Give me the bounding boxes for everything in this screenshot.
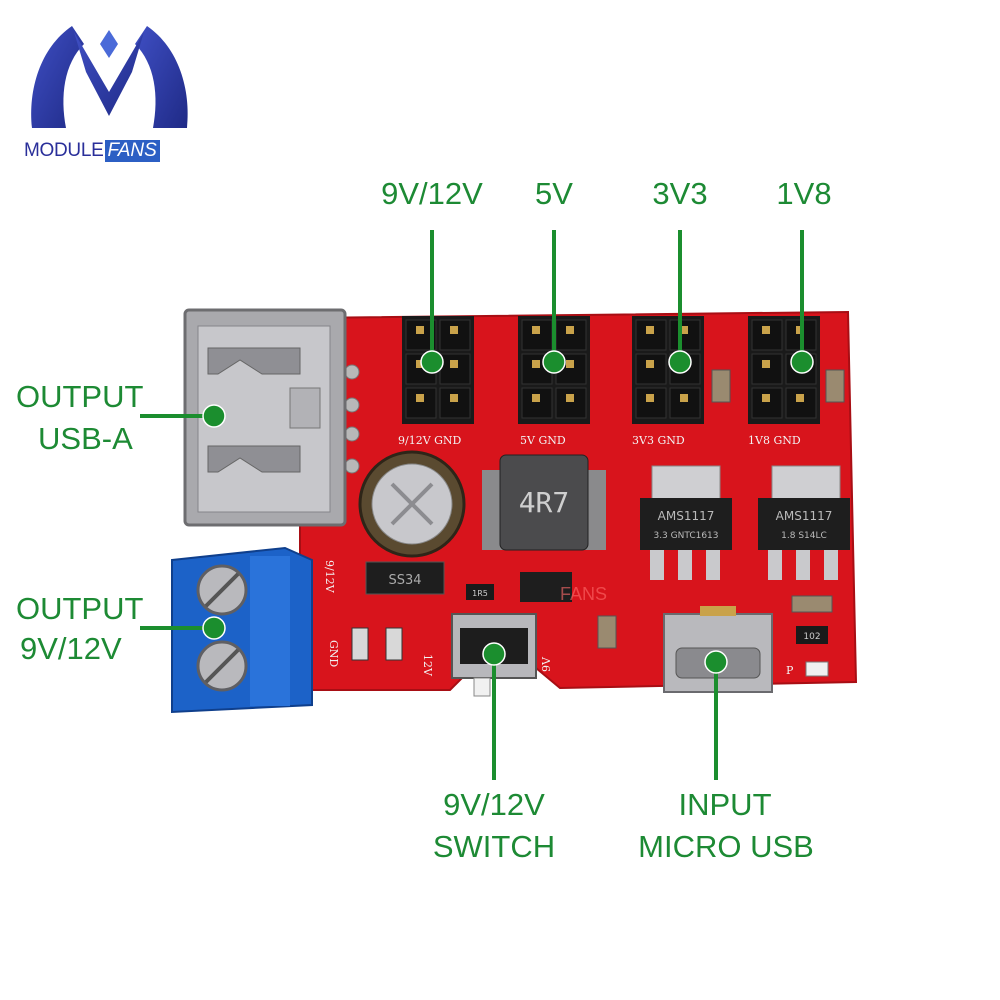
smd-capacitor — [791, 595, 833, 613]
logo-text-fans: FANS — [104, 140, 160, 162]
silk-header-5v: 5V GND — [520, 434, 566, 447]
logo-text-module: MODULE — [24, 140, 104, 161]
label-out-5v: 5V — [535, 176, 573, 211]
board-watermark: FANS — [560, 584, 607, 604]
label-switch-line2: SWITCH — [432, 829, 556, 864]
inductor-marking: 4R7 — [519, 486, 570, 519]
regulator-3v3-marking: AMS1117 — [658, 509, 715, 523]
usb-a-connector — [183, 308, 347, 527]
electrolytic-capacitor — [358, 450, 466, 558]
regulator-1v8-code: 1.8 S14LC — [781, 531, 827, 541]
smd-resistor — [385, 627, 403, 661]
pcb-edge-pads — [344, 364, 360, 474]
marker-dot-switch — [482, 642, 506, 666]
label-input-line1: INPUT — [678, 787, 772, 822]
label-input-line2: MICRO USB — [638, 829, 814, 864]
regulator-3v3-code: 3.3 GNTC1613 — [653, 531, 718, 541]
silk-gnd: GND — [327, 640, 340, 667]
smd-capacitor — [711, 369, 731, 403]
schottky-diode: SS34 — [365, 561, 445, 595]
module-fans-logo — [31, 26, 188, 128]
leader-lines — [140, 230, 804, 780]
label-terminal-line2: 9V/12V — [20, 631, 122, 666]
smd-resistor — [351, 627, 369, 661]
smd-resistor — [796, 626, 828, 644]
ic-chip — [520, 572, 572, 602]
smd-capacitor — [825, 369, 845, 403]
silk-header-9v12v: 9/12V GND — [398, 434, 462, 447]
label-usb-a-line1: OUTPUT — [16, 379, 144, 414]
label-switch-line1: 9V/12V — [443, 787, 545, 822]
resistor-marking: 1R5 — [472, 589, 488, 598]
resistor-marking-2: 102 — [803, 632, 820, 642]
regulator-1v8: AMS1117 1.8 S14LC — [758, 465, 850, 580]
silk-switch-9v: 9V — [540, 656, 553, 672]
screw-terminal — [171, 546, 313, 714]
label-usb-a-line2: USB-A — [38, 421, 133, 456]
regulator-3v3: AMS1117 3.3 GNTC1613 — [640, 465, 732, 580]
label-out-3v3: 3V3 — [652, 176, 708, 211]
smd-resistor — [466, 584, 494, 600]
micro-usb-connector — [663, 606, 773, 693]
silk-9-12v: 9/12V — [323, 560, 336, 594]
label-out-9v12v: 9V/12V — [381, 176, 483, 211]
silk-p: P — [786, 664, 794, 677]
label-terminal-line1: OUTPUT — [16, 591, 144, 626]
smd-capacitor — [597, 615, 617, 649]
marker-dot-9v12v — [420, 350, 444, 374]
silk-header-3v3: 3V3 GND — [632, 434, 685, 447]
label-out-1v8: 1V8 — [776, 176, 832, 211]
pin-header-3v3 — [632, 316, 704, 424]
marker-dot-usb-a — [202, 404, 226, 428]
diode-marking: SS34 — [388, 573, 421, 588]
marker-dot-5v — [542, 350, 566, 374]
marker-dots — [202, 350, 814, 674]
silk-header-1v8: 1V8 GND — [748, 434, 801, 447]
led — [805, 661, 829, 677]
inductor: 4R7 — [482, 454, 606, 551]
marker-dot-micro-usb — [704, 650, 728, 674]
marker-dot-1v8 — [790, 350, 814, 374]
regulator-1v8-marking: AMS1117 — [776, 509, 833, 523]
marker-dot-3v3 — [668, 350, 692, 374]
silk-switch-12v: 12V — [421, 654, 434, 677]
marker-dot-terminal — [202, 616, 226, 640]
